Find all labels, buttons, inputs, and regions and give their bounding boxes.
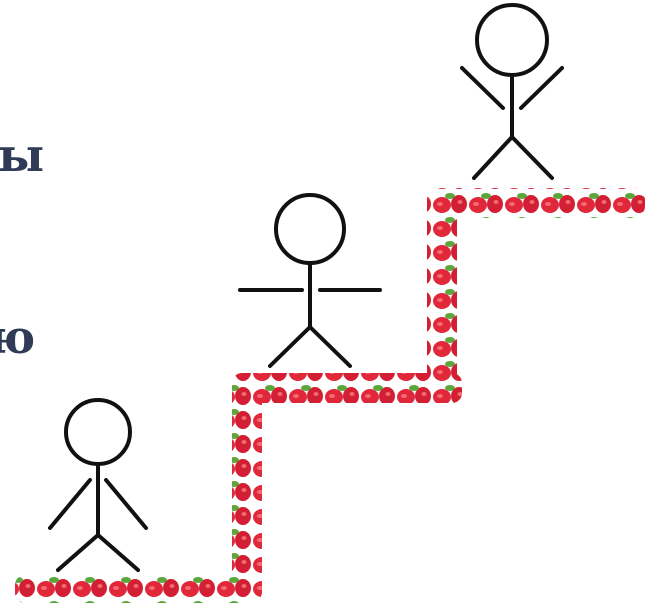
figure-bottom-right-arm — [104, 478, 148, 530]
figure-top-right-arm — [519, 66, 564, 110]
strawberry-staircase — [15, 188, 645, 603]
stair-tread-middle — [232, 373, 462, 403]
text-fragment-top: ы — [0, 128, 45, 182]
figure-top-left-leg — [472, 135, 514, 180]
figure-top-right-leg — [510, 135, 554, 180]
figure-bottom-right-leg — [96, 533, 140, 572]
stair-tread-bottom — [15, 575, 255, 603]
stair-riser-upper — [427, 195, 457, 400]
figure-middle-right-leg — [308, 325, 352, 368]
text-fragment-bottom: ю — [0, 310, 36, 364]
figure-bottom — [48, 398, 148, 572]
figure-bottom-head — [64, 398, 132, 466]
stair-riser-lower — [232, 380, 262, 602]
figure-middle-left-leg — [268, 325, 312, 368]
figure-bottom-left-leg — [56, 533, 100, 572]
stair-tread-top — [427, 188, 645, 218]
figure-middle — [238, 193, 382, 368]
figure-middle-head — [274, 193, 346, 265]
figure-top — [460, 3, 564, 180]
figure-top-left-arm — [460, 66, 505, 110]
figure-bottom-left-arm — [48, 478, 92, 530]
figure-top-head — [475, 3, 549, 77]
